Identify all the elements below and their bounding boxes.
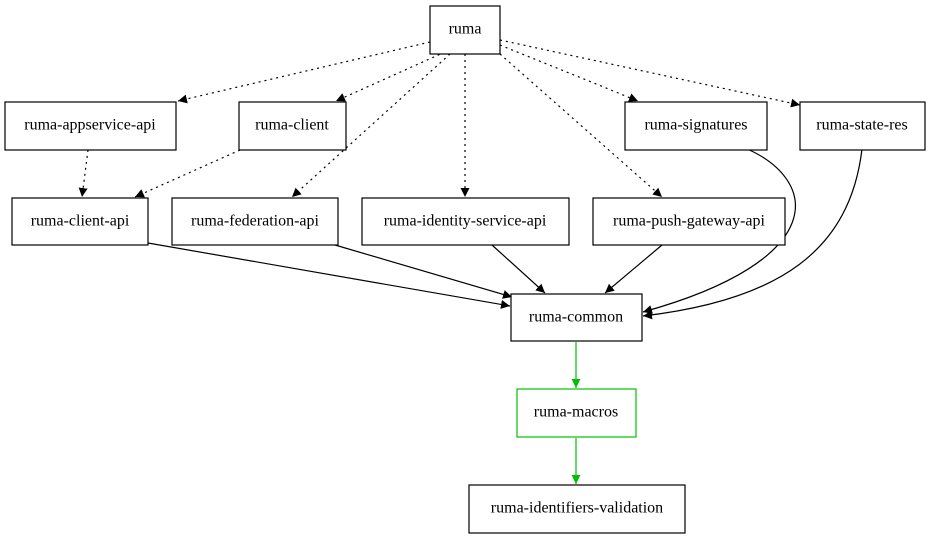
node-label: ruma-identifiers-validation (491, 500, 663, 517)
node-ruma-client-api: ruma-client-api (11, 197, 149, 246)
node-ruma-identifiers-validation: ruma-identifiers-validation (468, 484, 686, 534)
edge-federation-api-to-common (334, 244, 513, 299)
node-label: ruma-macros (534, 404, 618, 421)
edge-signatures-to-common (642, 147, 796, 314)
edge-state-res-to-common (642, 148, 863, 320)
edge-ruma-signatures (499, 44, 639, 102)
node-ruma-common: ruma-common (510, 293, 643, 342)
edge-client-api-to-common (147, 242, 511, 309)
node-ruma-state-res: ruma-state-res (799, 101, 926, 151)
node-label: ruma-push-gateway-api (613, 213, 765, 230)
node-ruma: ruma (429, 5, 501, 55)
node-ruma-federation-api: ruma-federation-api (171, 197, 339, 246)
node-ruma-appservice-api: ruma-appservice-api (4, 101, 177, 151)
edge-ruma-client (335, 51, 446, 102)
node-label: ruma-identity-service-api (384, 213, 547, 230)
node-label: ruma-appservice-api (24, 117, 156, 134)
node-ruma-identity-service-api: ruma-identity-service-api (361, 197, 570, 246)
node-ruma-client: ruma-client (238, 101, 347, 151)
node-label: ruma-state-res (816, 117, 908, 134)
node-label: ruma-common (529, 309, 623, 326)
node-label: ruma (449, 21, 482, 38)
node-label: ruma-client (255, 117, 329, 134)
node-ruma-push-gateway-api: ruma-push-gateway-api (592, 197, 786, 246)
node-ruma-macros: ruma-macros (516, 388, 637, 438)
edge-client-to-client-api (134, 149, 241, 198)
edge-ruma-state-res (499, 39, 801, 108)
edge-ruma-push-gateway-api (499, 53, 663, 198)
node-label: ruma-federation-api (191, 213, 319, 230)
edge-ruma-appservice-api (177, 41, 431, 104)
node-ruma-signatures: ruma-signatures (624, 101, 768, 151)
edge-push-gateway-api-to-common (604, 244, 663, 294)
edge-appservice-to-client-api (78, 149, 89, 198)
edges (78, 39, 863, 484)
node-label: ruma-client-api (31, 213, 130, 230)
node-label: ruma-signatures (644, 117, 747, 134)
edge-identity-service-api-to-common (491, 244, 546, 294)
